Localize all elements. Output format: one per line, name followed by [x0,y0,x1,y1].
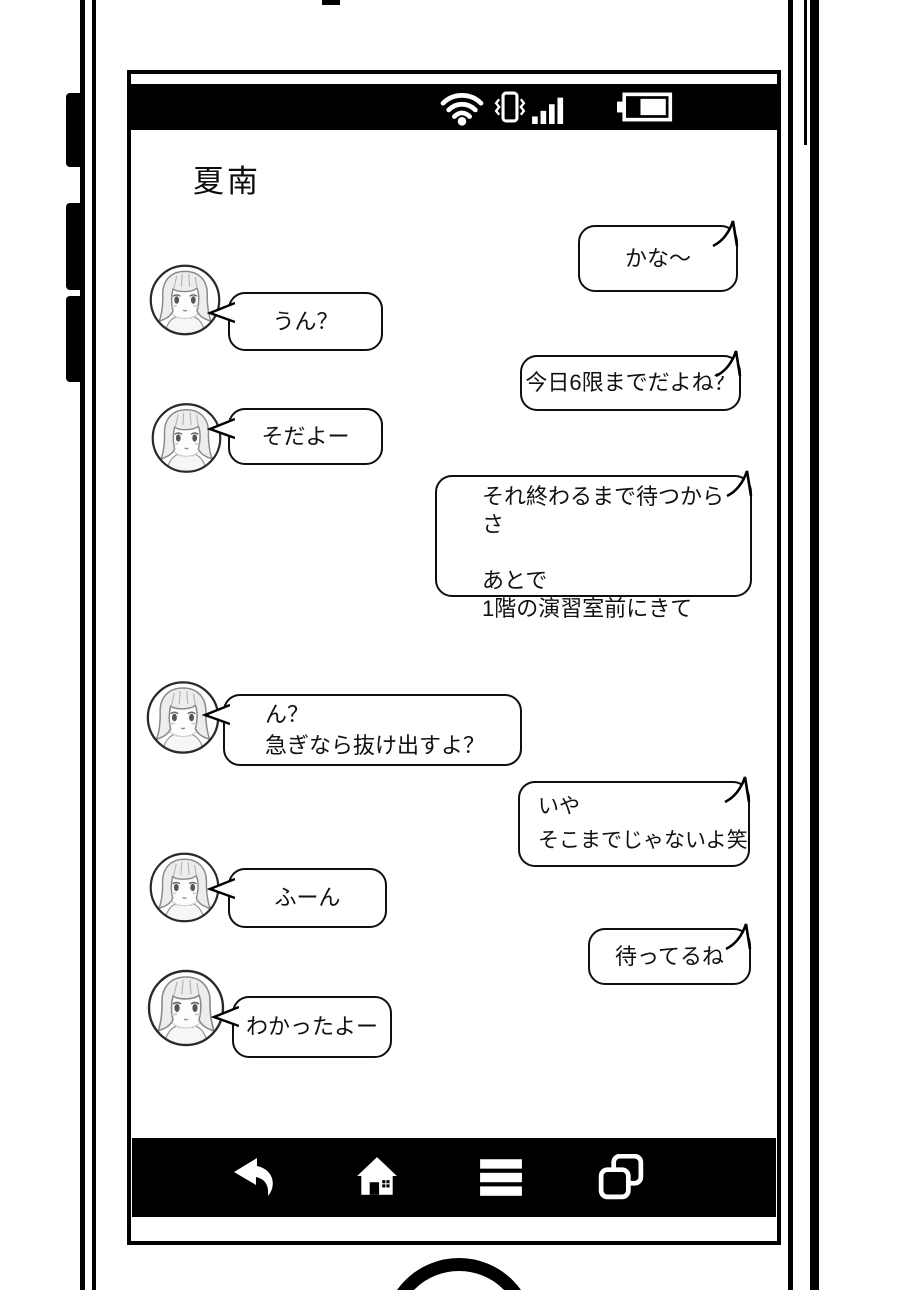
bubble-tail [724,921,754,951]
home-button[interactable] [383,1258,535,1290]
chat-bubble-incoming: ん？ 急ぎなら抜け出すよ？ [223,694,522,766]
message-text: ふーん [274,885,341,911]
message-text: そだよー [261,423,350,449]
phone-edge-right-hairline [804,0,807,145]
side-button-volume-up[interactable] [66,203,82,290]
bubble-tail [211,1005,239,1029]
back-button[interactable] [229,1154,275,1200]
speaker-slit [322,0,340,5]
message-text: それ終わるまで待つからさ あとで 1階の演習室前にきて [482,484,725,621]
phone-edge-left-inner [92,0,96,1290]
side-button-volume-down[interactable] [66,296,82,382]
bubble-tail [207,877,235,901]
menu-icon [480,1159,522,1196]
message-text: わかったよー [245,1014,378,1040]
chat-bubble-incoming: そだよー [228,408,383,465]
recent-apps-button[interactable] [598,1154,644,1200]
bubble-tail [207,417,235,441]
battery-icon [617,92,673,122]
message-text: いや そこまでじゃないよ笑 [538,795,748,852]
menu-button[interactable] [478,1154,524,1200]
phone-edge-right-inner [788,0,793,1290]
chat-bubble-outgoing: いや そこまでじゃないよ笑 [518,781,750,867]
bubble-tail [714,348,744,378]
navigation-bar [132,1138,776,1217]
chat-bubble-outgoing: それ終わるまで待つからさ あとで 1階の演習室前にきて [435,475,752,621]
avatar [148,262,222,338]
vibrate-icon [494,91,526,123]
bubble-tail [711,218,741,248]
side-button-power[interactable] [66,93,82,167]
bubble-tail [723,774,753,804]
signal-strength-icon [532,97,564,124]
back-icon [234,1158,273,1196]
status-bar [131,84,777,130]
message-text: 待ってるね [615,943,724,969]
contact-name: 夏南 [193,164,261,199]
bubble-tail [725,468,755,498]
message-text: かな～ [624,245,691,271]
message-text: うん？ [272,308,339,334]
recent-apps-icon [598,1154,644,1200]
bubble-tail [207,301,235,325]
home-icon [357,1157,397,1195]
home-nav-button[interactable] [354,1154,400,1200]
chat-bubble-incoming: うん？ [228,292,383,351]
phone-edge-left-outer [80,0,85,1290]
chat-bubble-incoming: ふーん [228,868,387,928]
chat-bubble-outgoing: 今日6限までだよね？ [520,355,741,411]
message-text: 今日6限までだよね？ [525,370,736,396]
chat-bubble-outgoing: かな～ [578,225,738,292]
phone-edge-right-outer [810,0,819,1290]
chat-bubble-outgoing: 待ってるね [588,928,751,985]
bubble-tail [202,703,230,727]
message-text: ん？ 急ぎなら抜け出すよ？ [265,702,486,758]
wifi-icon [440,93,484,126]
chat-bubble-incoming: わかったよー [232,996,392,1058]
